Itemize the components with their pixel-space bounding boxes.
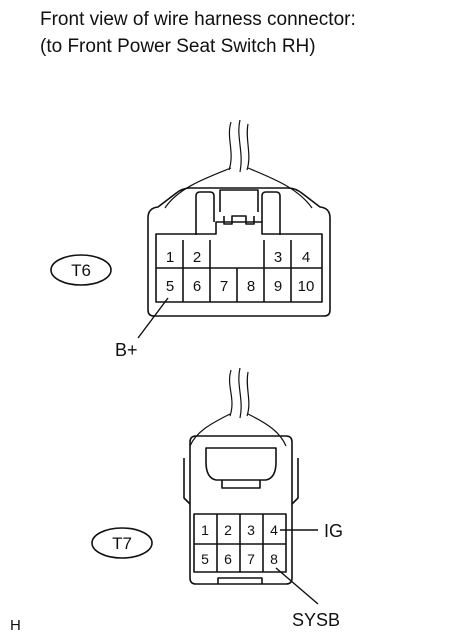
t7-side-rail-right: [291, 458, 299, 505]
t7-housing: [189, 435, 293, 585]
t6-pin-8: 8: [247, 278, 255, 295]
t6-pin-7: 7: [220, 278, 228, 295]
t6-pin-2: 2: [193, 249, 201, 266]
t7-latch-frame: [205, 447, 277, 462]
t7-pin-5: 5: [201, 551, 209, 567]
t7-pin-8: 8: [270, 551, 278, 567]
t6-pin-cavity: [155, 221, 323, 303]
footer-code: H: [10, 617, 21, 634]
t6-label-text: T6: [71, 261, 91, 280]
t6-pin-10: 10: [298, 278, 315, 295]
t6-connector: [147, 119, 331, 317]
t7-pin-1: 1: [201, 522, 209, 538]
t7-pin-2: 2: [224, 522, 232, 538]
t7-latch-key: [221, 480, 261, 489]
t7-sysb-callout: SYSB: [275, 567, 340, 630]
t7-ig-callout: IG: [280, 521, 343, 541]
t6-b-plus-callout: B+: [115, 297, 169, 360]
t6-latch-left: [195, 191, 215, 235]
t7-pin-labels: 1 2 3 4 5 6 7 8: [201, 522, 278, 567]
t6-pin-1: 1: [166, 249, 174, 266]
t6-pin-6: 6: [193, 278, 201, 295]
t7-pin-6: 6: [224, 551, 232, 567]
t7-bottom-tab: [217, 577, 263, 584]
t7-wire-bundle: [189, 367, 287, 447]
diagram-title: Front view of wire harness connector: (t…: [40, 6, 356, 60]
t7-ig-label: IG: [324, 521, 343, 541]
t7-side-rail-left: [183, 458, 191, 505]
t7-label-text: T7: [112, 534, 132, 553]
t7-latch-inner: [205, 461, 277, 481]
t7-sysb-label: SYSB: [292, 610, 340, 630]
t7-pin-7: 7: [247, 551, 255, 567]
t6-pin-4: 4: [302, 249, 310, 266]
t6-pin-3: 3: [274, 249, 282, 266]
title-line-2: (to Front Power Seat Switch RH): [40, 36, 316, 57]
t6-pin-labels: 1 2 3 4 5 6 7 8 9 10: [166, 249, 315, 295]
t6-latch-right: [261, 191, 281, 235]
t7-connector: [183, 367, 299, 585]
t6-b-plus-label: B+: [115, 340, 138, 360]
t7-label: T7: [91, 527, 153, 559]
t6-wire-bundle: [164, 119, 313, 209]
t6-center-key: [223, 215, 255, 225]
t6-center-lock: [219, 189, 259, 212]
t6-pin-9: 9: [274, 278, 282, 295]
t6-pin-5: 5: [166, 278, 174, 295]
title-line-1: Front view of wire harness connector:: [40, 9, 356, 30]
t6-label: T6: [50, 254, 112, 286]
t7-pin-3: 3: [247, 522, 255, 538]
t7-pin-4: 4: [270, 522, 278, 538]
